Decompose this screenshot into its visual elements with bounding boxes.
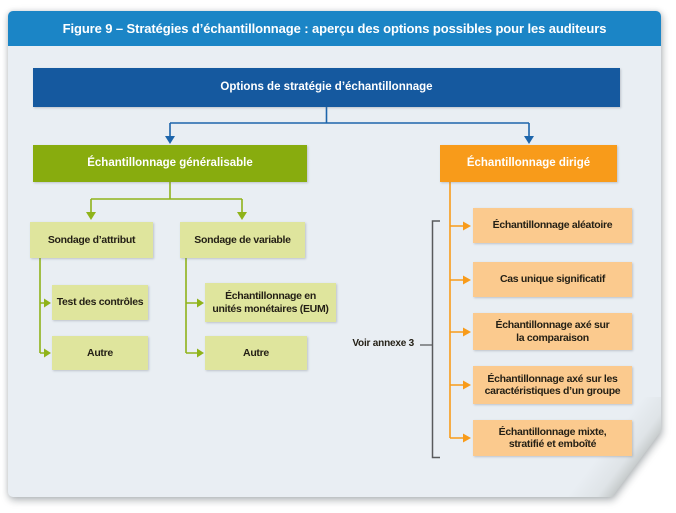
node-caracteristiques-groupe: Échantillonnage axé sur les caractéristi… bbox=[473, 366, 632, 404]
blue-arrowheads bbox=[165, 136, 534, 144]
node-cas-unique-significatif: Cas unique significatif bbox=[473, 262, 632, 297]
node-sondage-variable: Sondage de variable bbox=[180, 222, 305, 258]
annex-bracket bbox=[420, 220, 440, 459]
node-label: Autre bbox=[243, 346, 269, 359]
node-axe-comparaison: Échantillonnage axé sur la comparaison bbox=[473, 313, 632, 350]
node-label: Échantillonnage axé sur les caractéristi… bbox=[484, 372, 621, 397]
figure-card: Figure 9 – Stratégies d’échantillonnage … bbox=[8, 11, 661, 497]
figure-title: Figure 9 – Stratégies d’échantillonnage … bbox=[62, 21, 607, 36]
node-label: Sondage de variable bbox=[194, 233, 291, 246]
node-autre-variable: Autre bbox=[205, 336, 307, 370]
node-echantillonnage-aleatoire: Échantillonnage aléatoire bbox=[473, 208, 632, 243]
node-label: Échantillonnage dirigé bbox=[466, 156, 591, 169]
node-test-des-controles: Test des contrôles bbox=[52, 285, 148, 320]
node-sondage-attribut: Sondage d’attribut bbox=[30, 222, 153, 258]
node-label: Cas unique significatif bbox=[499, 273, 606, 286]
annex-note: Voir annexe 3 bbox=[352, 338, 414, 349]
node-label: Échantillonnage aléatoire bbox=[492, 219, 613, 232]
node-label: Échantillonnage mixte, stratifié et embo… bbox=[498, 425, 607, 450]
node-label: Échantillonnage généralisable bbox=[87, 156, 253, 169]
node-autre-attribut: Autre bbox=[52, 336, 148, 370]
node-echantillonnage-dirige: Échantillonnage dirigé bbox=[440, 145, 617, 182]
node-label: Sondage d’attribut bbox=[47, 233, 136, 246]
node-echantillonnage-generalisable: Échantillonnage généralisable bbox=[33, 145, 307, 182]
node-label: Options de stratégie d’échantillonnage bbox=[220, 80, 433, 93]
figure-title-bar: Figure 9 – Stratégies d’échantillonnage … bbox=[8, 11, 661, 46]
orange-connectors bbox=[449, 182, 463, 439]
orange-arrowheads bbox=[463, 221, 471, 443]
node-label: Échantillonnage axé sur la comparaison bbox=[495, 319, 610, 344]
blue-connectors bbox=[169, 107, 530, 137]
node-mixte-stratifie-emboite: Échantillonnage mixte, stratifié et embo… bbox=[473, 420, 632, 456]
node-label: Autre bbox=[87, 346, 113, 359]
green-connectors bbox=[39, 182, 243, 354]
figure-card-shadow: Figure 9 – Stratégies d’échantillonnage … bbox=[8, 11, 661, 497]
node-label: Échantillonnage en unités monétaires (EU… bbox=[212, 290, 329, 315]
node-eum: Échantillonnage en unités monétaires (EU… bbox=[205, 283, 336, 322]
node-label: Test des contrôles bbox=[56, 296, 144, 309]
node-options-strategie: Options de stratégie d’échantillonnage bbox=[33, 68, 620, 107]
